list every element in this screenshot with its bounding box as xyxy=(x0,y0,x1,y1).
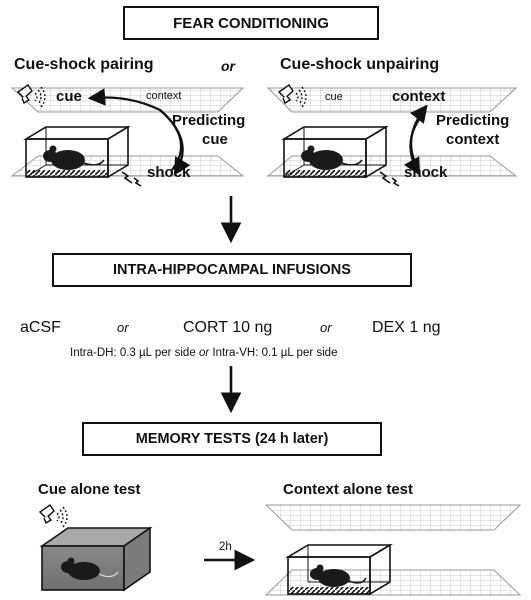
fear-conditioning-title: FEAR CONDITIONING xyxy=(123,6,379,40)
unpairing-context-label: context xyxy=(392,88,446,105)
predicting-context-label-1: Predicting xyxy=(436,112,510,129)
pairing-heading: Cue-shock pairing xyxy=(14,56,154,73)
fear-conditioning-title-text: FEAR CONDITIONING xyxy=(173,14,329,32)
shock-icon xyxy=(121,171,142,187)
unpairing-heading: Cue-shock unpairing xyxy=(280,56,440,73)
infusions-title-text: INTRA-HIPPOCAMPAL INFUSIONS xyxy=(113,262,351,278)
infusion-option-dex: DEX 1 ng xyxy=(372,319,441,336)
pairing-cue-label: cue xyxy=(56,88,82,105)
pairing-shock-label: shock xyxy=(147,164,191,181)
infusion-detail-vh: Intra-VH: 0.1 µL per side xyxy=(212,347,338,359)
context-test-panel xyxy=(264,504,522,596)
shock-icon xyxy=(379,171,400,187)
pairing-context-label: context xyxy=(146,90,182,102)
infusion-detail: Intra-DH: 0.3 µL per side or Intra-VH: 0… xyxy=(70,347,337,359)
predicting-cue-label-1: Predicting xyxy=(172,112,246,129)
context-test-label: Context alone test xyxy=(283,481,414,498)
mouse-icon xyxy=(43,145,105,170)
unpairing-context-plane xyxy=(266,87,518,113)
speaker-icon xyxy=(16,84,46,108)
speaker-icon xyxy=(277,84,307,108)
infusion-or-2: or xyxy=(320,320,332,335)
cue-test-chamber xyxy=(39,526,153,592)
speaker-icon xyxy=(38,504,68,528)
mouse-icon xyxy=(310,564,367,587)
infusion-detail-or: or xyxy=(198,347,210,359)
pairing-panel xyxy=(10,84,245,187)
unpairing-cue-label: cue xyxy=(325,91,343,103)
predicting-cue-label-2: cue xyxy=(202,131,228,148)
infusion-option-cort: CORT 10 ng xyxy=(183,319,273,336)
memory-tests-title: MEMORY TESTS (24 h later) xyxy=(82,422,382,456)
cue-test-label: Cue alone test xyxy=(38,481,141,498)
memory-tests-title-text: MEMORY TESTS (24 h later) xyxy=(135,431,329,447)
mouse-icon xyxy=(61,557,119,580)
unpairing-shock-label: shock xyxy=(404,164,448,181)
infusion-option-acsf: aCSF xyxy=(20,319,61,336)
infusion-detail-dh: Intra-DH: 0.3 µL per side xyxy=(70,347,196,359)
infusion-or-1: or xyxy=(117,320,129,335)
unpairing-panel xyxy=(266,84,518,187)
mouse-icon xyxy=(301,145,363,170)
or-label: or xyxy=(221,58,235,74)
infusions-title: INTRA-HIPPOCAMPAL INFUSIONS xyxy=(52,253,412,287)
predicting-context-label-2: context xyxy=(446,131,500,148)
interval-label: 2h xyxy=(219,541,232,553)
